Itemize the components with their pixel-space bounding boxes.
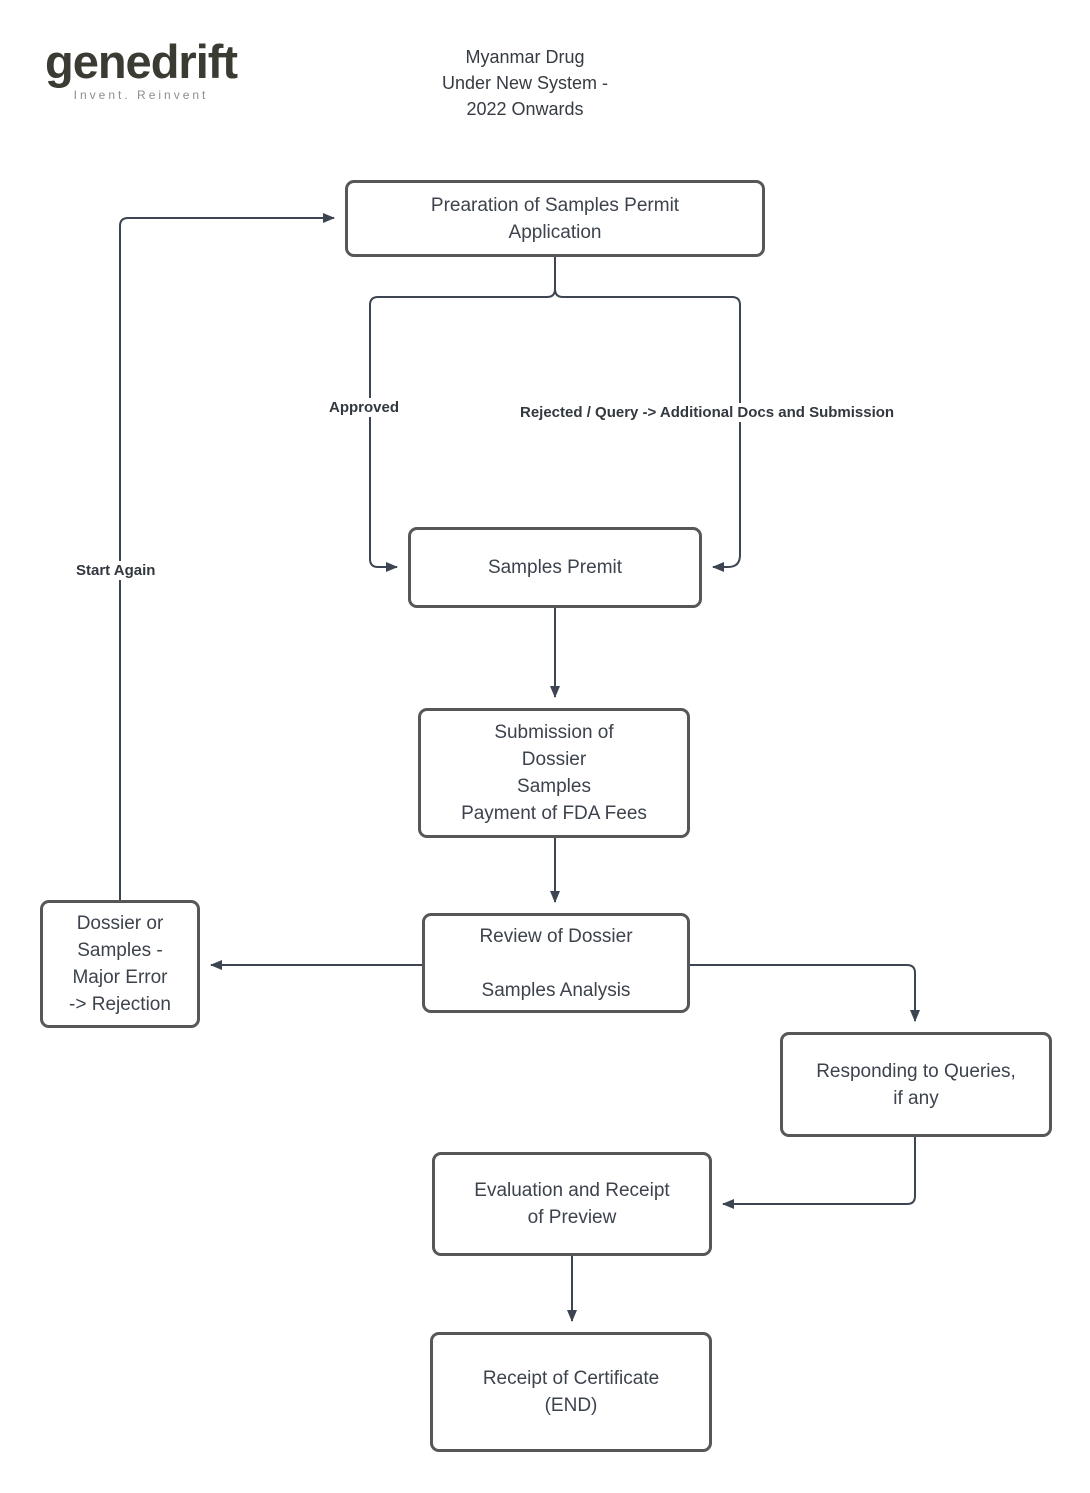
- node-major-error-rejection: Dossier or Samples - Major Error -> Reje…: [40, 900, 200, 1028]
- edge-label-approved: Approved: [327, 398, 402, 417]
- node-submission-of-dossier: Submission of Dossier Samples Payment of…: [418, 708, 690, 838]
- logo-wordmark: genedrift: [45, 35, 238, 88]
- node-responding-to-queries: Responding to Queries, if any: [780, 1032, 1052, 1137]
- node-samples-permit: Samples Premit: [408, 527, 702, 608]
- edge-label-rejected-query: Rejected / Query -> Additional Docs and …: [518, 403, 897, 422]
- logo-tagline: Invent. Reinvent: [73, 87, 209, 102]
- connector-start-again: [119, 213, 335, 900]
- node-review-of-dossier: Review of Dossier Samples Analysis: [422, 913, 690, 1013]
- connector-review-to-responding: [690, 964, 920, 1022]
- node-receipt-of-certificate-end: Receipt of Certificate (END): [430, 1332, 712, 1452]
- node-preparation-of-samples-permit-application: Prearation of Samples Permit Application: [345, 180, 765, 257]
- node-evaluation-and-receipt-of-preview: Evaluation and Receipt of Preview: [432, 1152, 712, 1256]
- logo: genedrift Invent. Reinvent: [45, 35, 238, 102]
- page-title: Myanmar Drug Under New System - 2022 Onw…: [441, 47, 609, 119]
- connector-responding-to-evaluation: [722, 1137, 916, 1209]
- edge-label-start-again: Start Again: [74, 561, 158, 580]
